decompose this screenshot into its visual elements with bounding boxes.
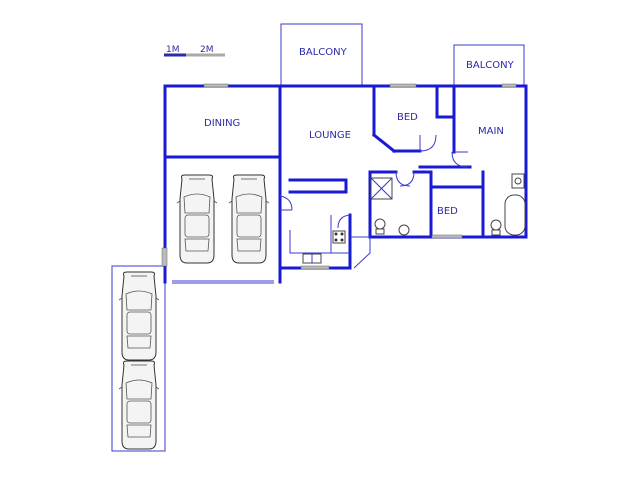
room-label-lounge: LOUNGE: [309, 130, 351, 141]
shower-icon: [370, 177, 393, 200]
scale-label-2m: 2M: [200, 45, 214, 55]
toilet-icon: [374, 218, 386, 235]
room-label-bed-top: BED: [397, 112, 418, 123]
room-label-balcony-left: BALCONY: [299, 47, 348, 58]
doors: [279, 134, 469, 229]
garage-walls: [161, 83, 282, 284]
scale-bar: 1M 2M: [164, 45, 225, 57]
car-icon: [118, 271, 160, 361]
room-label-main: MAIN: [478, 126, 504, 137]
sink-icon: [302, 253, 322, 264]
parking-bay: [111, 265, 166, 452]
room-label-dining: DINING: [204, 118, 240, 129]
house-walls: [278, 83, 528, 270]
basin-icon: [511, 173, 525, 189]
room-label-balcony-right: BALCONY: [466, 60, 515, 71]
car-icon: [176, 174, 218, 264]
scale-label-1m: 1M: [166, 45, 180, 55]
car-icon: [118, 360, 160, 450]
stove-icon: [332, 230, 346, 244]
car-icon: [228, 174, 270, 264]
bath-icon: [504, 194, 526, 236]
toilet-icon: [490, 219, 502, 236]
basin-icon: [398, 224, 410, 236]
kitchen-counters: [289, 215, 371, 269]
room-label-bed-bottom: BED: [437, 206, 458, 217]
